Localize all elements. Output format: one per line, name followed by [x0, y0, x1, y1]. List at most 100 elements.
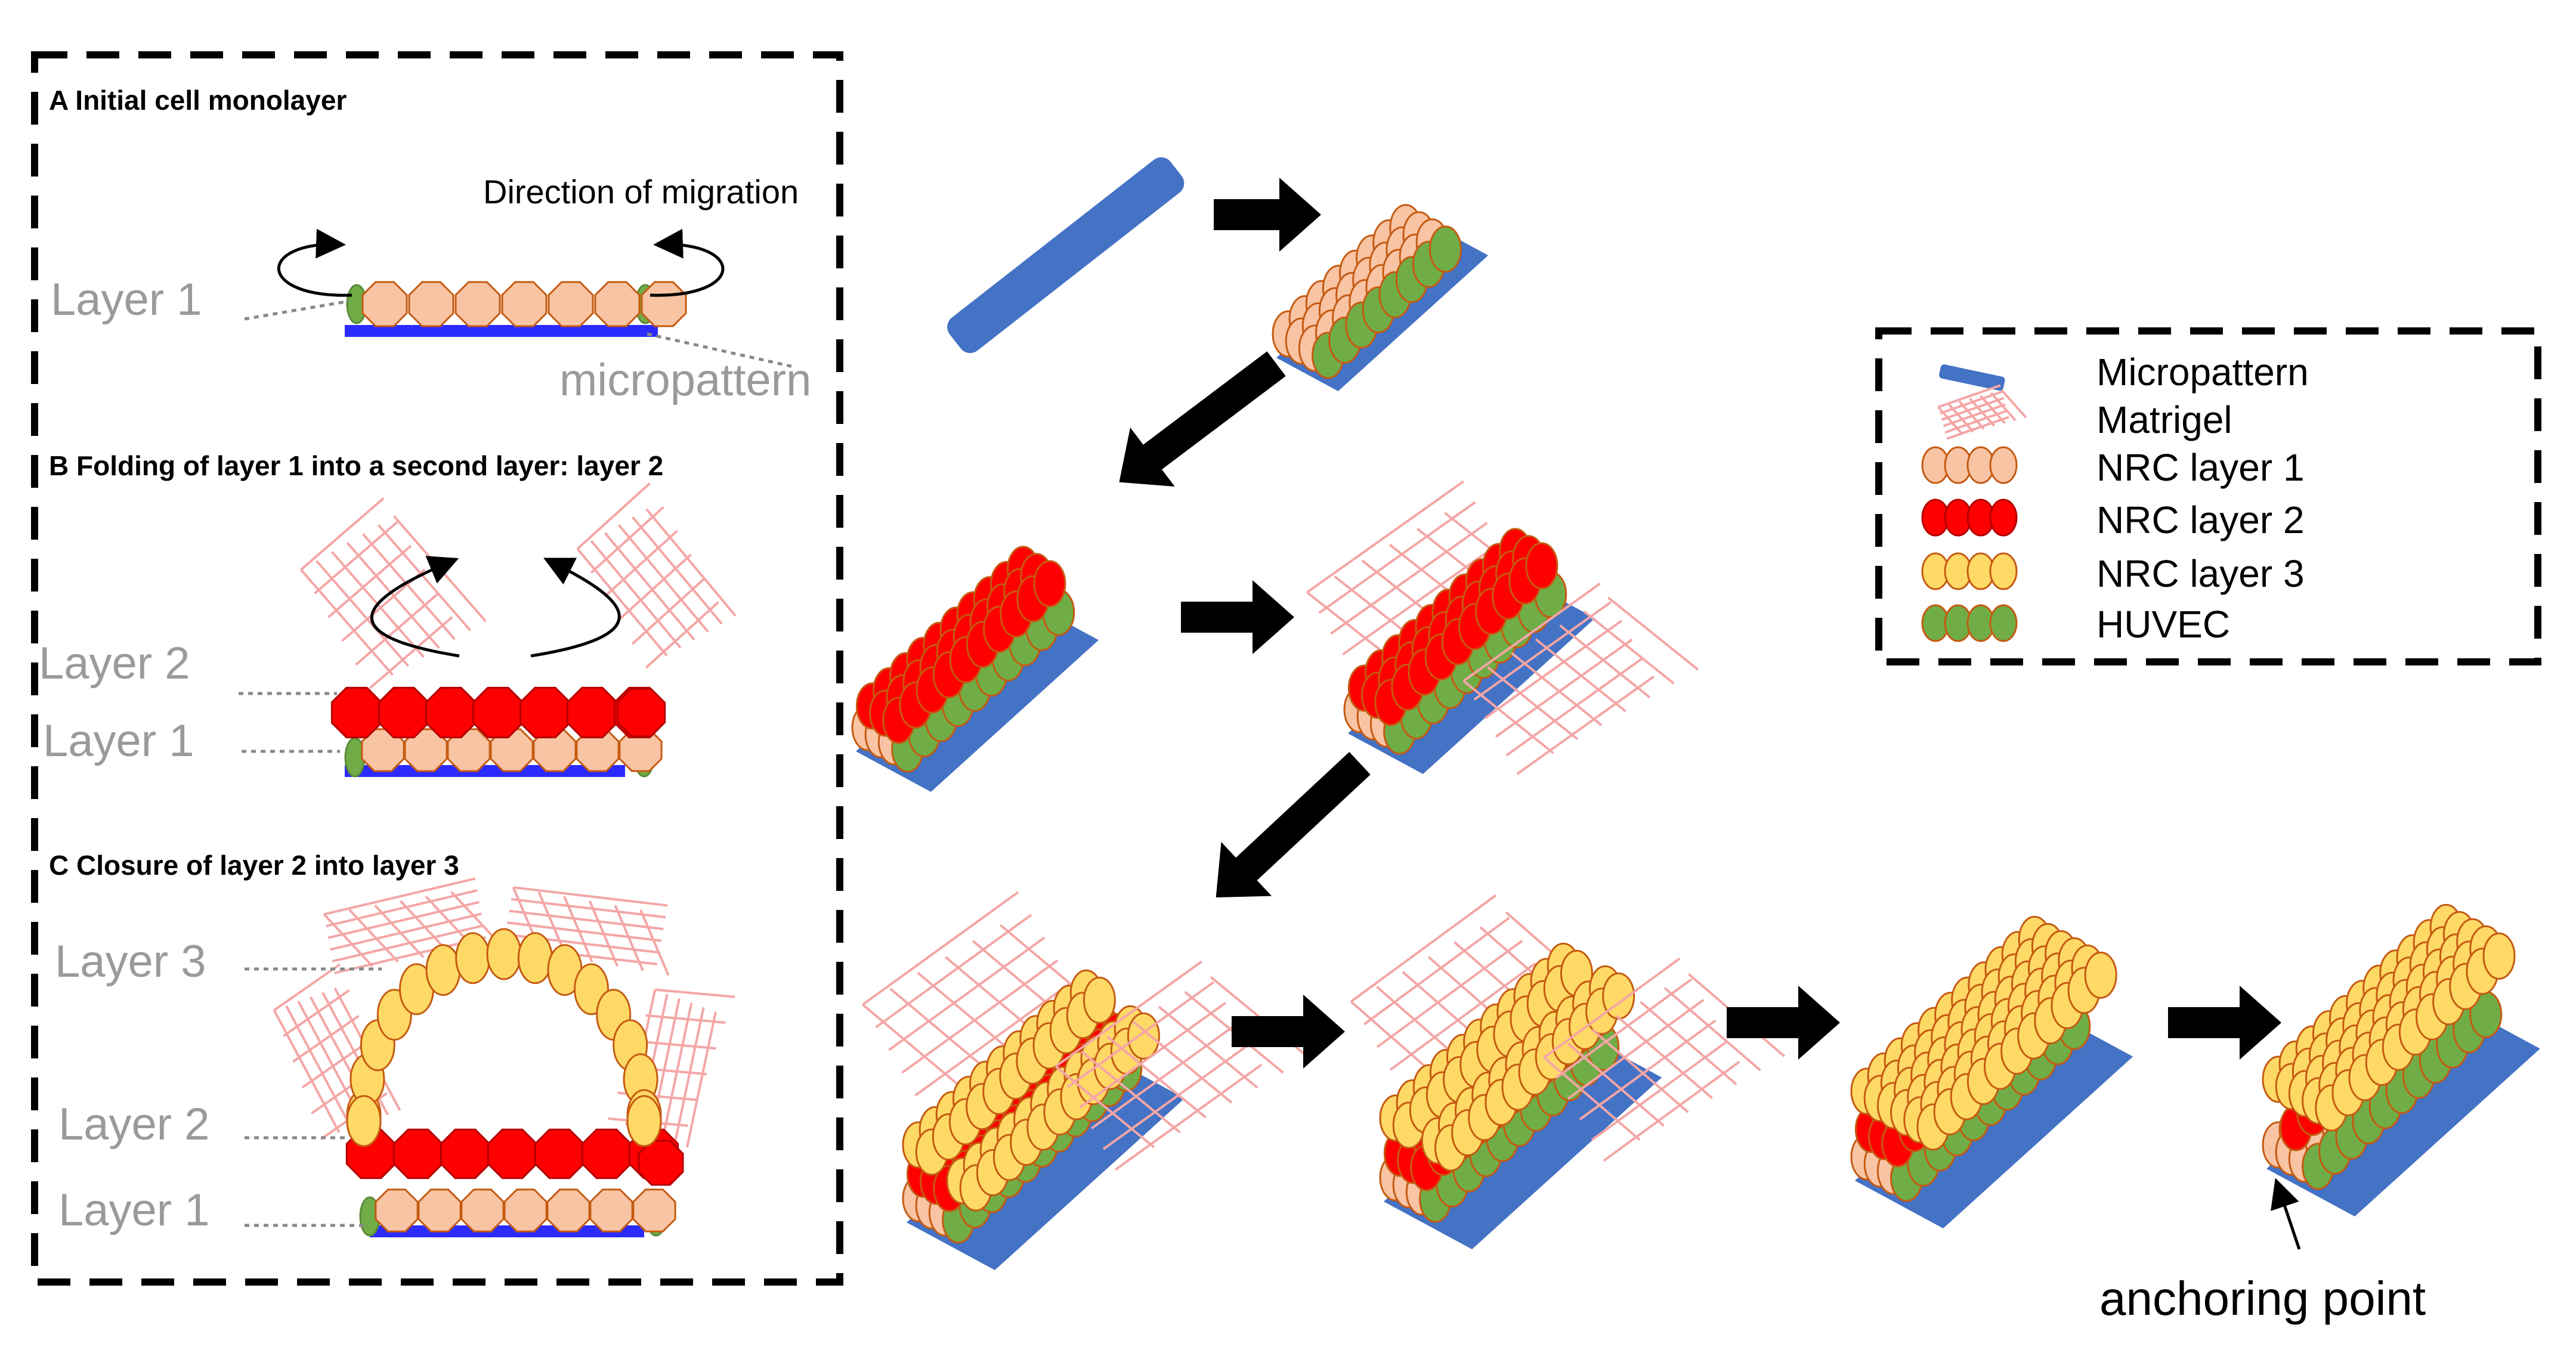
nrc-layer2-cell	[440, 1128, 491, 1179]
stage-layer2-folding	[851, 546, 1099, 792]
layer1-leader-line	[244, 299, 350, 321]
nrc-layer3-cell	[626, 1095, 662, 1147]
matrigel-fiber	[1946, 416, 2009, 440]
matrigel-fiber	[1990, 392, 2017, 422]
arrow-to-monolayer	[1214, 178, 1321, 252]
nrc-layer2-cell	[330, 686, 383, 739]
panel-c-drawing	[245, 877, 735, 1237]
panel-c-title: C Closure of layer 2 into layer 3	[49, 850, 459, 881]
matrigel-fiber	[1559, 624, 1651, 699]
matrigel-fiber	[355, 592, 440, 666]
nrc-layer3-cell	[1083, 976, 1116, 1024]
matrigel-fiber	[1516, 675, 1655, 775]
nrc-layer2-cell	[392, 1128, 444, 1179]
matrigel-fiber	[513, 886, 668, 907]
arrow-shape	[1214, 178, 1321, 252]
matrigel-fiber	[862, 891, 1019, 1006]
matrigel-fiber	[1462, 680, 1554, 754]
matrigel-fiber	[283, 989, 350, 1038]
legend-icons	[1921, 364, 2027, 642]
matrigel-fiber	[1318, 501, 1476, 614]
legend-nrc-layer3-icon	[1989, 552, 2018, 590]
matrigel-fiber	[1511, 652, 1603, 726]
nrc-layer3-cell	[517, 932, 553, 984]
matrigel-fiber	[1054, 1065, 1155, 1148]
matrigel-patch	[1462, 583, 1699, 775]
matrigel-fiber	[1106, 1035, 1207, 1119]
matrigel-fiber	[323, 877, 476, 916]
nrc-layer3-cell	[2482, 932, 2516, 980]
panel-a-drawing	[244, 228, 794, 369]
matrigel-fiber	[604, 532, 695, 641]
matrigel-fiber	[2000, 389, 2027, 419]
arrow-shape	[2168, 986, 2281, 1060]
matrigel-fiber	[914, 982, 1072, 1097]
nrc-layer1-cell	[594, 281, 641, 327]
matrigel-fiber	[300, 569, 394, 676]
matrigel-fiber	[1944, 409, 2008, 434]
arrow-to-layer2	[1119, 351, 1286, 487]
anchoring-point-pointer	[2271, 1178, 2301, 1250]
matrigel-fiber	[1495, 638, 1633, 738]
matrigel-fiber	[1078, 1002, 1227, 1109]
nrc-layer1-cell	[1428, 225, 1462, 273]
matrigel-fiber	[632, 516, 723, 625]
arrow-to-merging	[1232, 995, 1345, 1069]
matrigel-fiber	[369, 616, 453, 690]
matrigel-fiber	[590, 506, 664, 574]
matrigel-patch	[1543, 957, 1786, 1162]
nrc-layer2-cell	[519, 686, 571, 739]
matrigel-fiber	[1330, 522, 1488, 635]
matrigel-fiber	[1350, 894, 1497, 1003]
matrigel-fiber	[1567, 999, 1705, 1100]
schematic-panel-border	[31, 51, 843, 1286]
matrigel-fiber	[1663, 987, 1761, 1072]
legend-border	[1875, 327, 2541, 665]
matrigel-fiber	[327, 900, 480, 939]
legend-micropattern-icon	[1939, 364, 2005, 391]
matrigel-fiber	[273, 963, 341, 1011]
legend-label-micropattern: Micropattern	[2096, 351, 2309, 394]
nrc-layer2-cell	[616, 688, 666, 738]
matrigel-fiber	[285, 1005, 352, 1129]
panel-c-layer3-label: Layer 3	[55, 936, 206, 987]
matrigel-fiber	[604, 530, 678, 597]
anchoring-point-label: anchoring point	[2099, 1272, 2426, 1325]
matrigel-fiber	[509, 909, 664, 930]
matrigel-fiber	[888, 936, 1046, 1051]
arrow-shape	[1119, 351, 1286, 487]
matrigel-patch	[576, 482, 737, 669]
matrigel-fiber	[323, 913, 374, 967]
matrigel-fiber	[1939, 390, 2003, 415]
matrigel-fiber	[1941, 397, 2005, 421]
matrigel-fiber	[1389, 962, 1536, 1071]
matrigel-fiber	[1484, 620, 1622, 720]
matrigel-fiber	[273, 1010, 341, 1134]
nrc-layer1-cell	[490, 728, 534, 772]
panel-b-layer1-label: Layer 1	[43, 716, 194, 766]
panel-b-title: B Folding of layer 1 into a second layer…	[49, 450, 664, 481]
matrigel-fiber	[330, 912, 482, 951]
matrigel-fiber	[450, 891, 501, 945]
matrigel-fiber	[1363, 917, 1510, 1026]
matrigel-fiber	[511, 897, 666, 919]
matrigel-fiber	[901, 959, 1059, 1074]
nrc-layer1-cell	[375, 1188, 419, 1233]
arrow-to-closed	[1727, 986, 1840, 1060]
matrigel-fiber	[1579, 1019, 1717, 1120]
matrigel-fiber	[576, 482, 651, 550]
matrigel-fiber	[645, 508, 737, 617]
matrigel-fiber	[1583, 610, 1675, 685]
matrigel-fiber	[636, 1040, 716, 1050]
matrigel-fiber	[1543, 1056, 1641, 1141]
arrow-shape	[1727, 986, 1840, 1060]
matrigel-fiber	[563, 896, 593, 962]
nrc-layer3-cell	[425, 944, 461, 996]
matrigel-fiber	[862, 1004, 971, 1095]
matrigel-patch	[1937, 384, 2027, 440]
matrigel-fiber	[645, 601, 719, 669]
matrigel-fiber	[1102, 1043, 1251, 1150]
nrc-layer1-cell	[361, 281, 408, 327]
nrc-layer2-cell	[425, 686, 477, 739]
